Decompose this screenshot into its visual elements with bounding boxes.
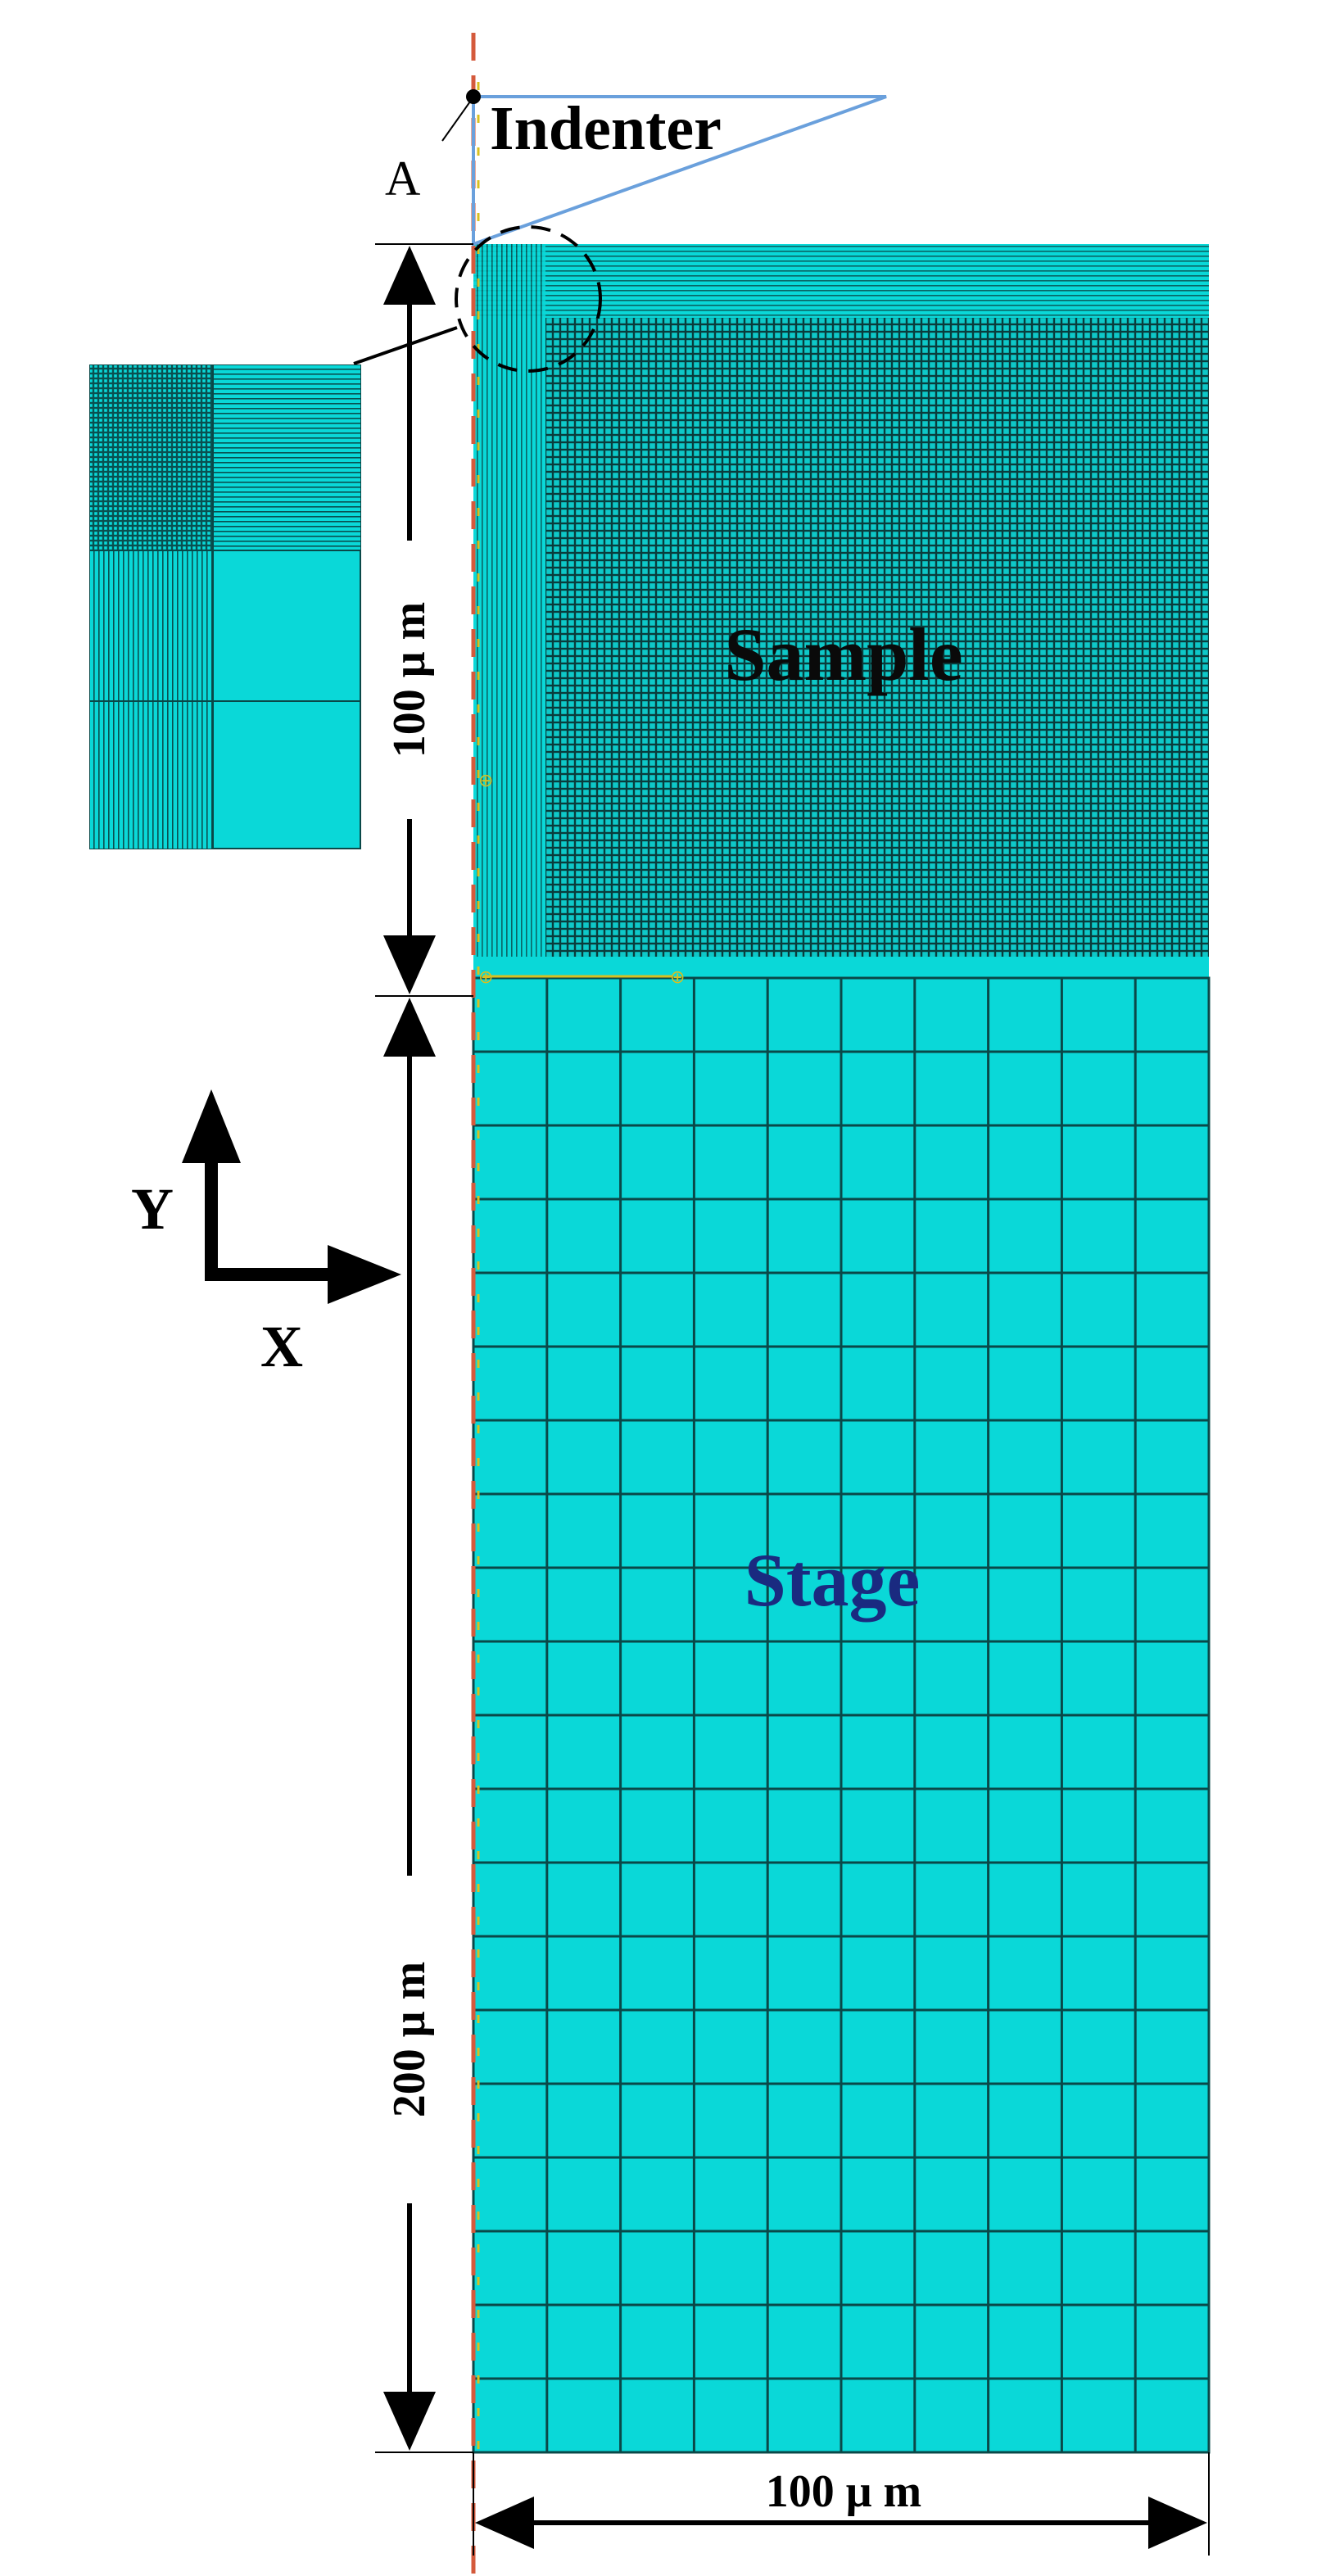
arrow-left-width [475, 2497, 534, 2549]
arrow-down-stage [383, 2392, 436, 2451]
coordinate-axes: Y X [131, 1089, 401, 1379]
axis-x-label: X [260, 1314, 303, 1379]
dim-label-stage-height: 200 μ m [384, 1962, 435, 2117]
sample-label: Sample [724, 613, 962, 696]
point-a-leader [441, 101, 471, 142]
dim-label-bg-width [721, 2474, 966, 2510]
sample-top-band [473, 244, 1209, 318]
point-a-marker [466, 89, 481, 104]
indenter: A Indenter [385, 89, 887, 247]
sample-bottom-band [473, 957, 1209, 978]
inset-dense-block [90, 365, 213, 550]
axis-y-label: Y [131, 1176, 174, 1242]
dim-label-bg-stage [367, 1876, 449, 2203]
stage-label: Stage [744, 1538, 921, 1622]
dimension-width: 100 μ m [473, 2452, 1210, 2556]
dim-label-sample-height: 100 μ m [384, 602, 435, 758]
sample-region: Sample [473, 244, 1209, 978]
node-marker-2: ⊕ [670, 967, 685, 988]
arrow-down-sample [383, 935, 436, 994]
dim-label-bg-sample [367, 541, 449, 819]
arrow-up-stage [383, 998, 436, 1057]
dimension-sample-height: 100 μ m [367, 243, 473, 997]
x-axis-arrow [328, 1245, 401, 1304]
dimension-stage-height: 200 μ m [367, 998, 473, 2453]
dim-label-width: 100 μ m [766, 2466, 921, 2517]
interface-markers: ⊕ ⊕ ⊕ [478, 771, 685, 988]
symmetry-axis [471, 33, 480, 2576]
zoom-leader-line [353, 326, 458, 365]
arrow-up-sample [383, 246, 436, 305]
sample-fine-mesh [545, 318, 1209, 957]
arrow-right-width [1148, 2497, 1207, 2549]
node-marker-1: ⊕ [478, 967, 493, 988]
zoom-circle [455, 225, 602, 373]
inset-left-bands [90, 550, 213, 849]
sample-left-band [473, 244, 545, 978]
inset-top-bands [213, 365, 360, 550]
node-marker-3: ⊕ [478, 771, 493, 791]
inset-mesh [89, 364, 361, 849]
point-a-label: A [385, 152, 420, 206]
stage-region: Stage [472, 976, 1211, 2454]
y-axis-arrow [182, 1089, 241, 1163]
zoom-detail [89, 225, 602, 849]
indenter-label: Indenter [490, 94, 722, 163]
indenter-outline [472, 95, 887, 247]
stage-grid [473, 978, 1209, 2452]
